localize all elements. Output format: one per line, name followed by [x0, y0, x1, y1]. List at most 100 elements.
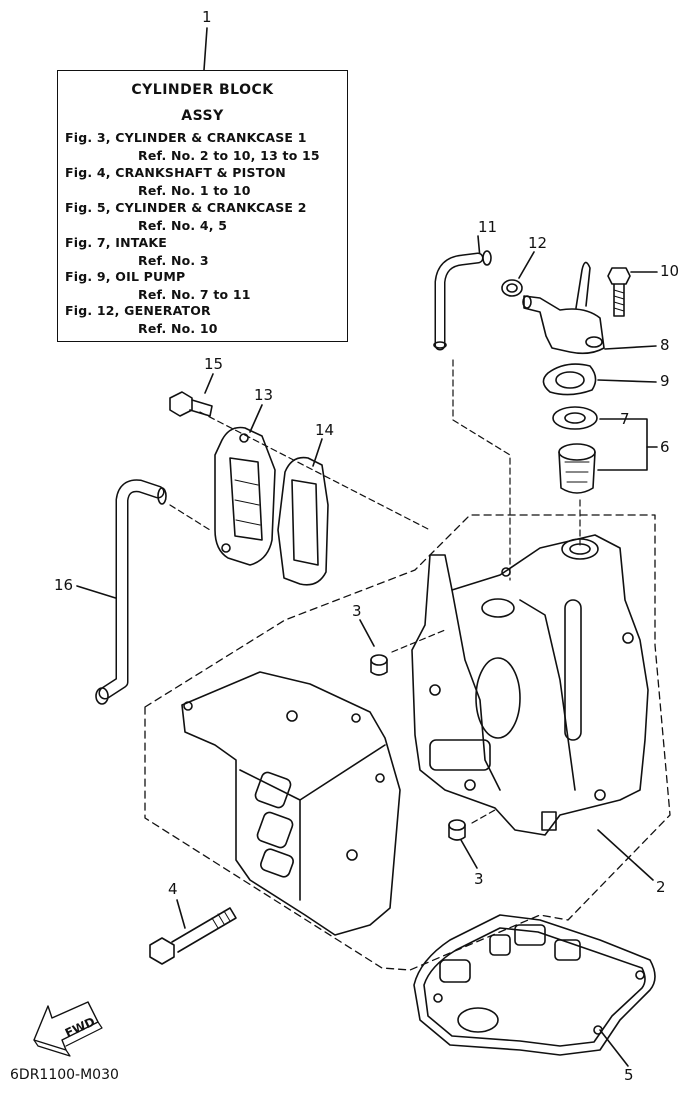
dowel-3b-body — [448, 824, 466, 841]
gasket-5-bore — [457, 1007, 499, 1033]
crankcase-edge — [239, 769, 301, 901]
seal-7 — [552, 406, 598, 430]
bolt-10-head — [607, 267, 631, 285]
exhaust-cover-13 — [214, 426, 276, 566]
block-window — [429, 739, 491, 771]
block-edge-2 — [519, 599, 576, 791]
block-hole-2 — [622, 632, 634, 644]
hose-16-end2 — [95, 687, 109, 705]
callout-7: 7 — [620, 410, 630, 428]
bolt-15-shank — [189, 399, 213, 417]
assy-ref-line: Ref. No. 2 to 10, 13 to 15 — [138, 148, 320, 163]
leader-16 — [76, 585, 123, 601]
cover-13-hole-b — [221, 543, 231, 553]
gasket-5-port-1 — [489, 934, 511, 956]
callout-15: 15 — [204, 355, 224, 373]
assy-fig-line: Fig. 12, GENERATOR — [65, 303, 211, 318]
crankcase-hole-5 — [346, 849, 358, 861]
block-edge-1 — [451, 589, 501, 791]
leader-4 — [176, 899, 186, 929]
leader-2 — [597, 829, 654, 881]
gasket-14-inner — [291, 479, 319, 566]
cover-8-boss — [585, 336, 603, 348]
bolt-4-shank — [171, 907, 237, 953]
cover-13-hole-a — [239, 433, 249, 443]
callout-5: 5 — [624, 1066, 634, 1084]
drawing-code: 6DR1100-M030 — [10, 1067, 119, 1083]
assy-fig-line: Fig. 3, CYLINDER & CRANKCASE 1 — [65, 130, 307, 145]
assy-title-line2: ASSY — [181, 108, 224, 124]
hose-16-end — [157, 487, 167, 505]
crankcase-pocket-2 — [256, 811, 294, 849]
leader-1 — [203, 27, 208, 71]
leader-6 — [597, 418, 648, 471]
align-dowel3a — [391, 629, 446, 653]
leader-3a — [359, 619, 375, 647]
crankcase-pocket-3 — [260, 848, 294, 878]
callout-4: 4 — [168, 880, 178, 898]
crankcase-hole-3 — [351, 713, 361, 723]
assy-reference-box: CYLINDER BLOCK ASSY Fig. 3, CYLINDER & C… — [57, 70, 348, 342]
align-hose16 — [169, 504, 211, 531]
crankcase-hole-4 — [375, 773, 385, 783]
block-hole-1 — [429, 684, 441, 696]
block-hole-5 — [501, 567, 511, 577]
gasket-5-inner — [423, 927, 646, 1047]
leader-12 — [518, 251, 535, 279]
block-tab — [541, 811, 557, 831]
crankcase-hole-1 — [183, 701, 193, 711]
block-hole-3 — [594, 789, 606, 801]
assy-ref-line: Ref. No. 3 — [138, 253, 209, 268]
gasket-5-hole-1 — [433, 993, 443, 1003]
cylinder-block — [411, 534, 649, 836]
dowel-3a-top — [370, 654, 388, 666]
callout-13: 13 — [254, 386, 274, 404]
callout-16: 16 — [54, 576, 74, 594]
block-boss — [481, 598, 515, 618]
leader-3b — [460, 839, 478, 869]
crankcase — [181, 671, 401, 936]
bolt-10-shank — [613, 283, 625, 317]
callout-11: 11 — [478, 218, 498, 236]
hose-11-fill — [436, 254, 482, 349]
cover-8-nipple — [575, 261, 591, 309]
align-bolt15 — [199, 411, 431, 531]
block-hole-4 — [464, 779, 476, 791]
gasket-5-hole-3 — [593, 1025, 603, 1035]
callout-1: 1 — [202, 8, 212, 26]
bolt-15-head — [169, 391, 193, 417]
gasket-5-port-4 — [439, 959, 471, 983]
assy-ref-line: Ref. No. 7 to 11 — [138, 287, 251, 302]
callout-3b: 3 — [474, 870, 484, 888]
leader-13 — [249, 404, 263, 433]
callout-2: 2 — [656, 878, 666, 896]
assy-fig-line: Fig. 9, OIL PUMP — [65, 269, 186, 284]
thermostat-6-body — [558, 451, 596, 494]
crankcase-pocket-1 — [254, 771, 292, 809]
callout-10: 10 — [660, 262, 680, 280]
gasket-5 — [413, 914, 656, 1056]
leader-5 — [599, 1029, 629, 1067]
leader-15 — [204, 373, 214, 394]
block-thermostat-hole — [569, 543, 591, 555]
callout-12: 12 — [528, 234, 548, 252]
crankcase-edge2 — [299, 744, 386, 801]
align-hose11 — [452, 359, 511, 581]
callout-3a: 3 — [352, 602, 362, 620]
align-dowel3b — [471, 809, 496, 824]
exhaust-cover-13-ribs — [229, 457, 263, 541]
block-thermostat-seat — [561, 538, 599, 560]
callout-14: 14 — [315, 421, 335, 439]
leader-8 — [604, 345, 657, 350]
dowel-3b-top — [448, 819, 466, 831]
gasket-5-port-2 — [514, 924, 546, 946]
gasket-5-port-3 — [554, 939, 581, 961]
assembly-boundary — [144, 514, 671, 971]
gasket-9-hole — [555, 371, 585, 389]
assy-ref-line: Ref. No. 1 to 10 — [138, 183, 251, 198]
clip-12-inner — [506, 283, 518, 293]
hose-11-end — [433, 341, 447, 349]
hose-16-fill — [100, 480, 163, 698]
